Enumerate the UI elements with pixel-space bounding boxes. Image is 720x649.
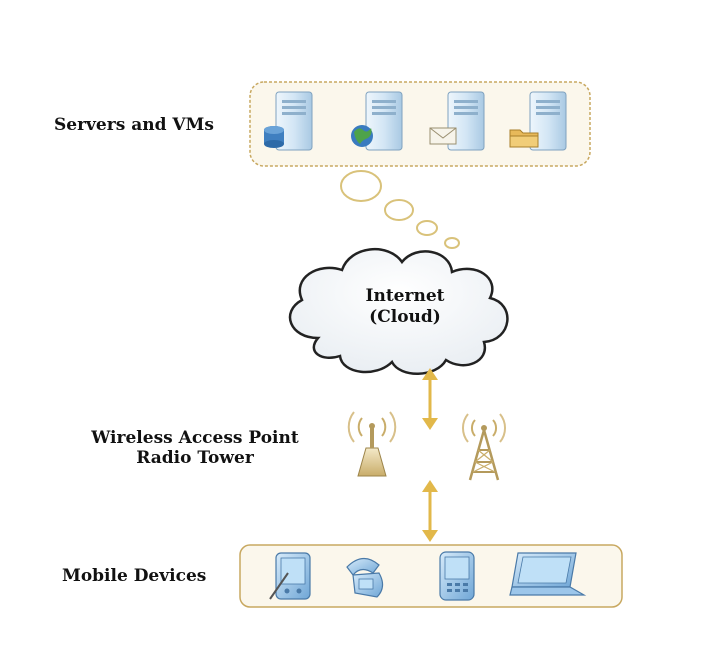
flip-phone-icon [346,557,384,598]
file-server-icon [509,91,567,151]
cloud-label: Internet (Cloud) [350,286,460,328]
cloud-label-line1: Internet [365,286,445,306]
smartphone-icon [439,551,475,601]
wireless-label-line1: Wireless Access Point [91,428,299,448]
cloud-tower-arrow [422,368,438,430]
mail-server-icon [429,91,485,151]
internet-cloud [288,248,509,375]
radio-tower-icon [461,413,507,481]
access-point-icon [347,411,397,477]
servers-group-box [249,81,591,167]
wireless-label: Wireless Access Point Radio Tower [70,428,320,468]
tower-devices-arrow [422,480,438,542]
wireless-label-line2: Radio Tower [136,448,254,468]
servers-label: Servers and VMs [54,115,214,135]
laptop-icon [509,552,587,596]
mobile-devices-label: Mobile Devices [62,566,207,586]
cloud-label-line2: (Cloud) [369,307,441,327]
thought-bubbles [340,170,460,249]
web-server-icon [351,91,403,151]
database-server-icon [264,91,313,151]
pda-icon [269,552,311,600]
